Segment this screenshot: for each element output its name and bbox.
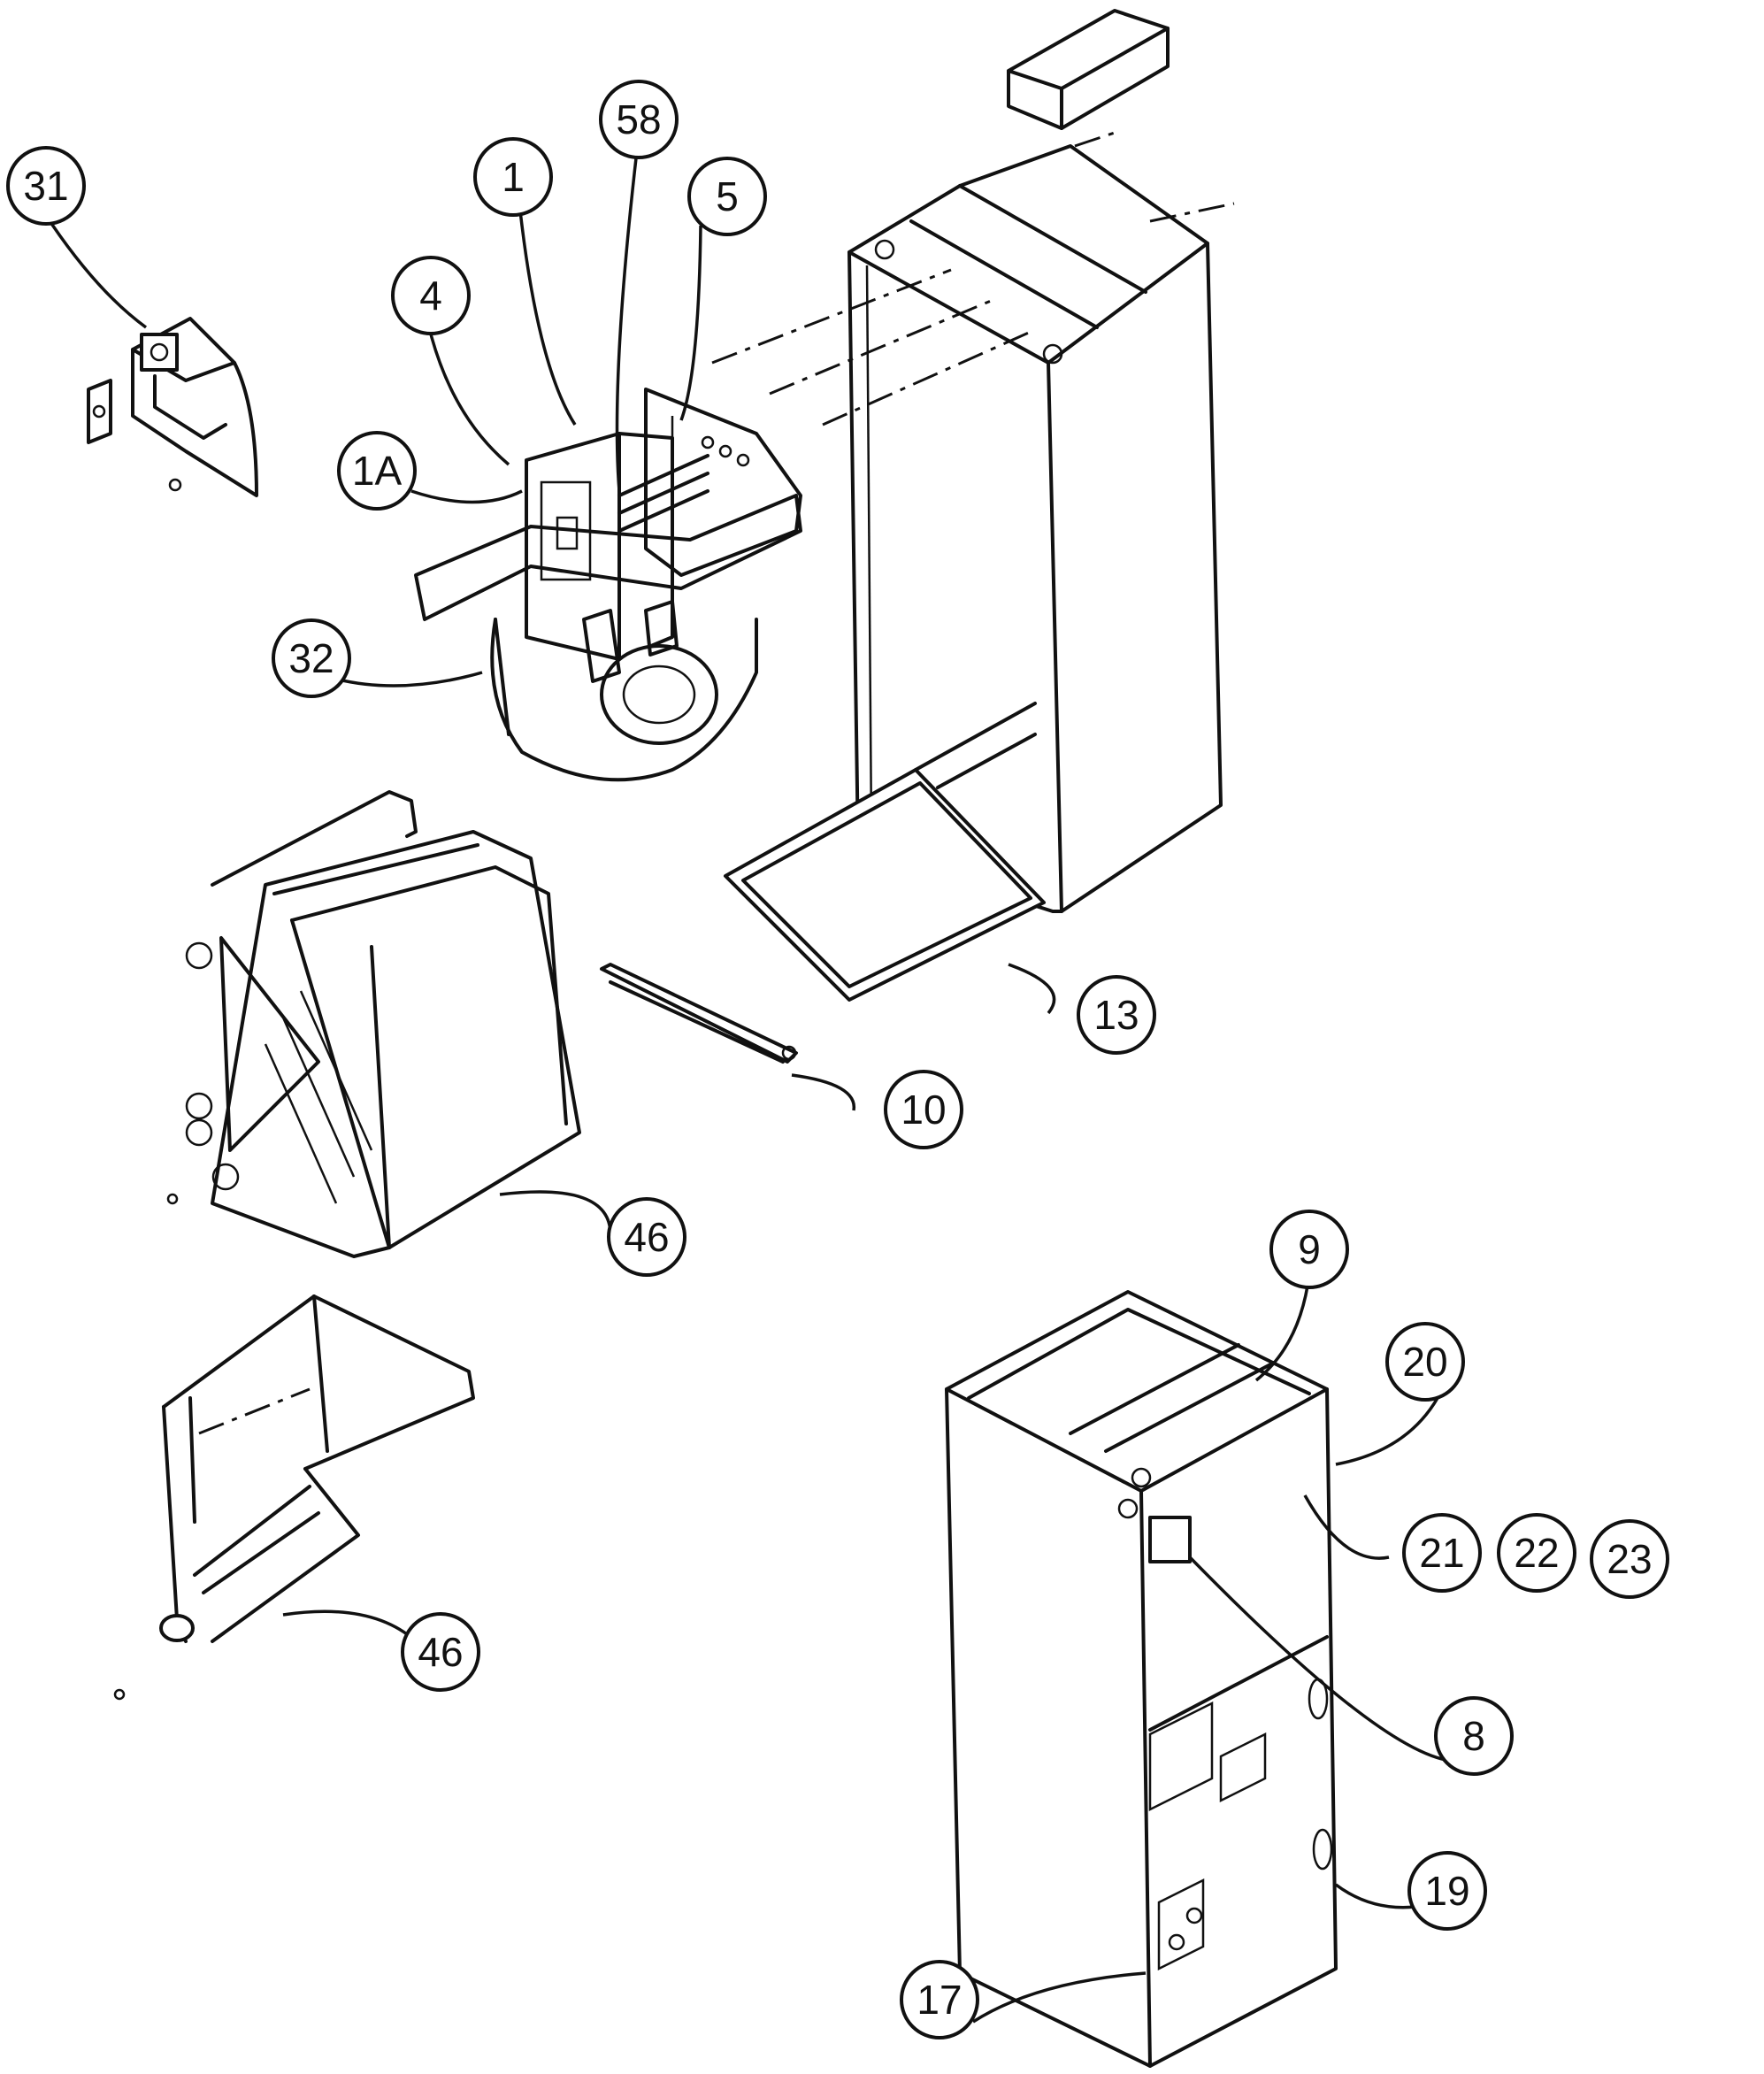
callout-8[interactable]: 8 [1434,1696,1514,1776]
callout-8-label: 8 [1462,1713,1485,1759]
callout-13-label: 13 [1093,992,1139,1038]
part-31-ground-lug-bracket [87,317,258,497]
callout-22[interactable]: 22 [1497,1513,1576,1593]
callout-1[interactable]: 1 [473,137,553,217]
callout-1A-label: 1A [352,448,403,494]
callout-32[interactable]: 32 [272,618,351,698]
callout-10-label: 10 [901,1087,946,1133]
callout-31[interactable]: 31 [6,146,86,226]
callout-17[interactable]: 17 [900,1960,979,2039]
callout-22-label: 22 [1514,1530,1559,1576]
callout-4-label: 4 [419,273,442,319]
callout-10[interactable]: 10 [884,1070,963,1149]
blower-assembly [414,388,802,782]
part-46-slab-coil [113,1294,475,1701]
callout-46-upper-label: 46 [624,1214,669,1260]
callout-1A[interactable]: 1A [337,431,417,511]
top-filter-cover [1007,9,1170,130]
upper-cabinet [711,131,1235,1002]
part-10-support-rail [600,963,798,1064]
callout-46-lower[interactable]: 46 [401,1612,480,1692]
callout-19-label: 19 [1424,1868,1469,1914]
callout-21[interactable]: 21 [1402,1513,1482,1593]
callout-13[interactable]: 13 [1077,975,1156,1055]
part-46-a-coil [166,790,581,1258]
callout-46-upper[interactable]: 46 [607,1197,686,1277]
callout-9-label: 9 [1298,1226,1321,1272]
callout-23[interactable]: 23 [1590,1519,1669,1599]
lower-cabinet [945,1290,1338,2068]
callout-20[interactable]: 20 [1385,1322,1465,1402]
callout-58[interactable]: 58 [599,80,679,159]
callout-23-label: 23 [1607,1536,1652,1582]
callout-32-label: 32 [288,635,334,681]
callout-21-label: 21 [1419,1530,1464,1576]
callout-4[interactable]: 4 [391,256,471,335]
callout-46-lower-label: 46 [418,1629,463,1675]
callout-19[interactable]: 19 [1407,1851,1487,1931]
callout-5-label: 5 [716,173,739,219]
callout-17-label: 17 [917,1977,962,2023]
callout-20-label: 20 [1402,1339,1447,1385]
callout-58-label: 58 [616,96,661,142]
leader-lines [47,150,1452,2024]
callout-1-label: 1 [502,154,525,200]
callout-9[interactable]: 9 [1269,1210,1349,1289]
callout-31-label: 31 [23,163,68,209]
callout-5[interactable]: 5 [687,157,767,236]
